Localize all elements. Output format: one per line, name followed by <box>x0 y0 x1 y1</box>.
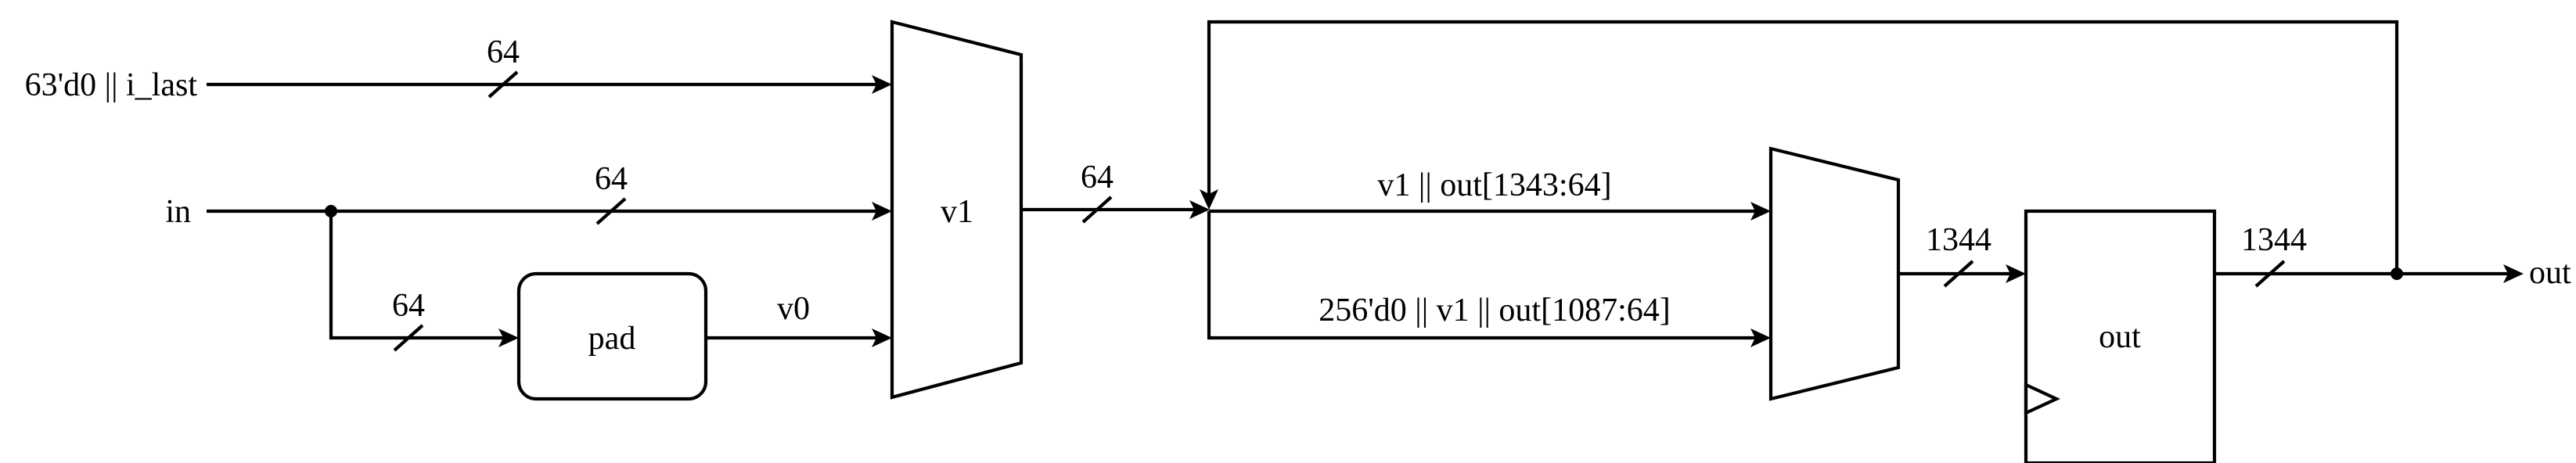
signal-label-v1-concat: v1 || out[1343:64] <box>1377 167 1611 203</box>
width-tick-v1 <box>1081 196 1113 224</box>
junction-out <box>2391 267 2403 280</box>
width-label-v1: 64 <box>1081 160 1114 196</box>
input-label-in: in <box>165 194 191 230</box>
input-label-last: 63'd0 || i_last <box>25 67 198 103</box>
clock-triangle <box>2024 382 2061 416</box>
width-label-last: 64 <box>487 34 520 70</box>
width-tick-pad <box>393 324 424 352</box>
arrowhead-mux-to-reg <box>2006 264 2026 283</box>
mux-v1 <box>890 20 1024 400</box>
register-out-label: out <box>2099 319 2141 355</box>
mux-out <box>1768 146 1901 401</box>
wire-in-to-pad <box>329 211 510 340</box>
arrowhead-feedback <box>1200 189 1218 210</box>
arrowhead-pad-concat <box>1750 328 1771 347</box>
width-label-in: 64 <box>595 161 628 197</box>
width-label-reg-out: 1344 <box>2241 222 2307 258</box>
arrowhead-out <box>2503 264 2524 283</box>
arrowhead-v1-out <box>1189 200 1210 219</box>
signal-label-pad-concat: 256'd0 || v1 || out[1087:64] <box>1319 293 1671 328</box>
width-tick-last <box>487 70 519 99</box>
arrowhead-last <box>872 75 892 94</box>
width-label-mux-out: 1344 <box>1926 222 1991 258</box>
wire-pad-concat <box>1207 211 1762 340</box>
arrowhead-in <box>872 202 892 221</box>
width-tick-mux-out <box>1943 260 1974 288</box>
arrowhead-v0 <box>872 328 892 347</box>
arrowhead-v1-concat <box>1750 202 1771 221</box>
width-label-pad: 64 <box>392 288 425 324</box>
pad-block-label: pad <box>588 321 636 357</box>
width-tick-in <box>595 197 627 225</box>
signal-label-v0: v0 <box>777 291 810 327</box>
mux-v1-label: v1 <box>941 194 973 230</box>
register-out <box>2024 209 2217 463</box>
width-tick-reg-out <box>2254 260 2286 288</box>
wire-feedback <box>1207 20 2399 274</box>
arrowhead-pad <box>498 328 519 347</box>
output-label: out <box>2529 255 2571 291</box>
